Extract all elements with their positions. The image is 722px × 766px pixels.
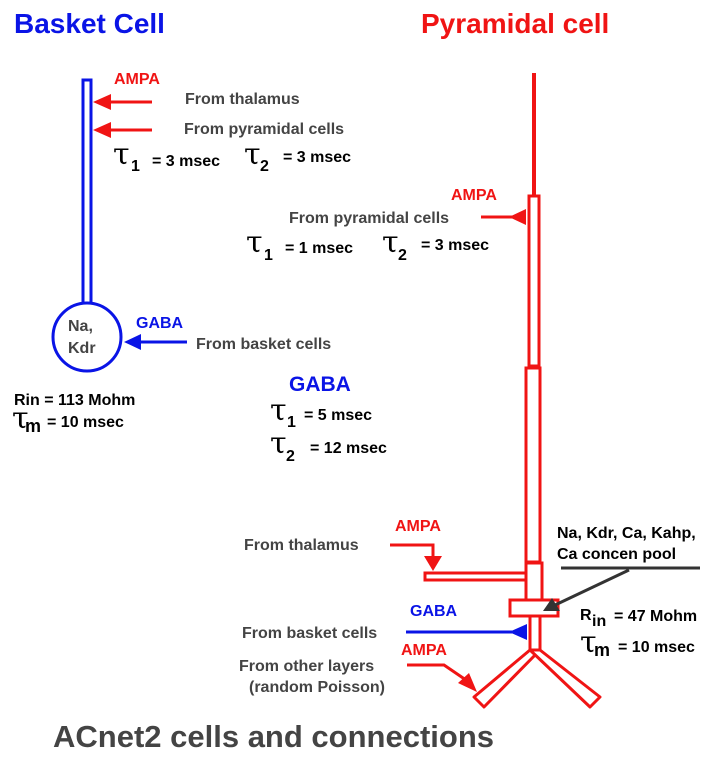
pyramidal-soma-channels-line2: Ca concen pool	[557, 546, 676, 563]
basket-taum-value: = 10 msec	[47, 414, 124, 431]
basket-tau2-symbol: τ	[244, 137, 261, 172]
pyramidal-apical-ampa-label: AMPA	[451, 187, 497, 204]
pyramidal-basal-trunk	[528, 614, 542, 652]
pyramidal-basal-dendrite-right	[528, 648, 602, 709]
pyramidal-rin-value: = 47 Mohm	[614, 608, 697, 625]
gaba-tau2-sub: 2	[286, 448, 295, 465]
pyramidal-apical-compartment-2	[524, 366, 542, 564]
pyramidal-soma-channels-pointer	[552, 568, 630, 608]
basket-tau2-value: = 3 msec	[283, 149, 351, 166]
pyramidal-soma-channels-line1: Na, Kdr, Ca, Kahp,	[557, 525, 696, 542]
pyramidal-thalamus-input-label: From thalamus	[244, 537, 359, 554]
gaba-tau1-sub: 1	[287, 414, 296, 431]
pyramidal-gaba-label: GABA	[410, 603, 458, 620]
pyramidal-apical-compartment-3	[524, 561, 544, 603]
pyramidal-gaba-synapse	[509, 624, 527, 640]
diagram-caption: ACnet2 cells and connections	[53, 719, 494, 754]
pyramidal-other-input-line	[407, 663, 467, 682]
pyramidal-taum-symbol: τ	[580, 625, 597, 660]
basket-gaba-synapse	[124, 334, 141, 350]
pyramidal-apical-tau2-value: = 3 msec	[421, 237, 489, 254]
basket-tau1-symbol: τ	[113, 137, 130, 172]
basket-pyramidal-synapse	[93, 122, 111, 138]
basket-thalamus-input-label: From thalamus	[185, 91, 300, 108]
basket-tau2-sub: 2	[260, 158, 269, 175]
pyramidal-cell-title: Pyramidal cell	[421, 8, 609, 39]
basket-basket-input-label: From basket cells	[196, 336, 331, 353]
pyramidal-other-input-line1: From other layers	[239, 658, 374, 675]
basket-rin: Rin = 113 Mohm	[14, 392, 135, 409]
pyramidal-apical-compartment-1	[527, 194, 541, 368]
pyramidal-other-ampa-label: AMPA	[401, 642, 447, 659]
gaba-tau2-value: = 12 msec	[310, 440, 387, 457]
pyramidal-apical-synapse	[509, 209, 526, 225]
pyramidal-taum-value: = 10 msec	[618, 639, 695, 656]
gaba-tau2-symbol: τ	[270, 426, 287, 461]
basket-taum-sub: m	[25, 416, 41, 436]
gaba-tau1-symbol: τ	[270, 393, 287, 428]
pyramidal-rin-prefix: R	[580, 607, 592, 624]
basket-tau1-sub: 1	[131, 158, 140, 175]
pyramidal-thalamus-input-line	[390, 543, 435, 556]
pyramidal-apical-tau1-symbol: τ	[246, 225, 263, 260]
basket-soma-ions-na: Na,	[68, 318, 93, 335]
gaba-synapse-title: GABA	[289, 373, 351, 396]
basket-cell-title: Basket Cell	[14, 8, 165, 39]
pyramidal-apical-input-label: From pyramidal cells	[289, 210, 449, 227]
pyramidal-apical-tau1-sub: 1	[264, 247, 273, 264]
gaba-tau1-value: = 5 msec	[304, 407, 372, 424]
pyramidal-rin-sub: in	[592, 613, 606, 630]
pyramidal-thalamus-synapse	[424, 556, 442, 571]
basket-ampa-label: AMPA	[114, 71, 160, 88]
basket-gaba-label: GABA	[136, 315, 184, 332]
basket-tau1-value: = 3 msec	[152, 153, 220, 170]
basket-dendrite	[81, 78, 93, 308]
pyramidal-apical-tau2-symbol: τ	[382, 225, 399, 260]
pyramidal-apical-tau2-sub: 2	[398, 247, 407, 264]
basket-taum-symbol: τ	[12, 401, 29, 436]
basket-thalamus-synapse	[93, 94, 111, 110]
pyramidal-thalamus-ampa-label: AMPA	[395, 518, 441, 535]
pyramidal-other-input-line2: (random Poisson)	[249, 679, 385, 696]
pyramidal-apical-tau1-value: = 1 msec	[285, 240, 353, 257]
basket-soma-ions-kdr: Kdr	[68, 340, 96, 357]
pyramidal-soma-channels-arrowhead	[543, 598, 560, 611]
pyramidal-other-synapse	[458, 673, 477, 692]
pyramidal-basket-input-label: From basket cells	[242, 625, 377, 642]
pyramidal-basal-dendrite-left	[472, 648, 542, 709]
pyramidal-oblique-dendrite	[423, 571, 528, 582]
basket-soma	[51, 301, 123, 373]
pyramidal-taum-sub: m	[594, 640, 610, 660]
basket-pyramidal-input-label: From pyramidal cells	[184, 121, 344, 138]
